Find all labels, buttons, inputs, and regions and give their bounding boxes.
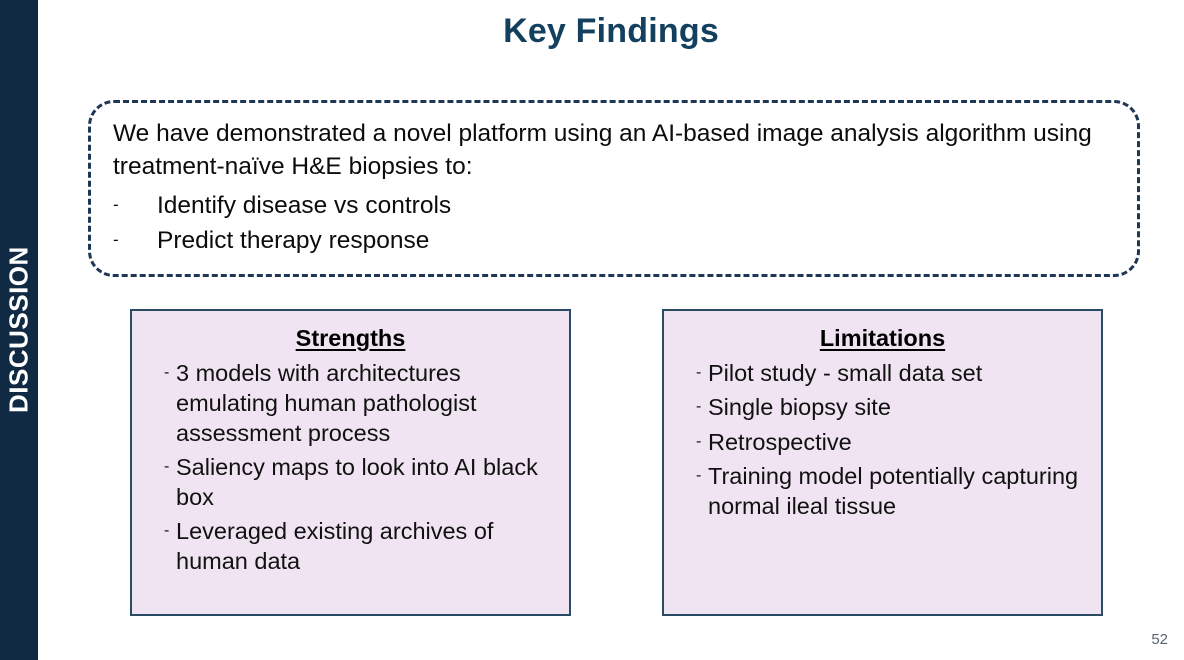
limitations-bullet-list: - Pilot study - small data set - Single …	[674, 358, 1091, 521]
dash-bullet-icon: -	[696, 398, 702, 416]
limitations-item-text: Training model potentially capturing nor…	[708, 463, 1079, 520]
strengths-item-text: 3 models with architectures emulating hu…	[176, 360, 477, 447]
summary-paragraph: We have demonstrated a novel platform us…	[113, 120, 1092, 181]
list-item: - Single biopsy site	[674, 392, 1091, 422]
list-item: - Predict therapy response	[113, 223, 1115, 259]
dash-bullet-icon: -	[696, 467, 702, 485]
strengths-panel: Strengths - 3 models with architectures …	[130, 309, 571, 616]
dash-bullet-icon: -	[113, 230, 119, 250]
dash-bullet-icon: -	[164, 522, 170, 540]
strengths-item-text: Leveraged existing archives of human dat…	[176, 518, 494, 575]
summary-bullet-text: Identify disease vs controls	[157, 191, 452, 219]
section-sidebar: DISCUSSION	[0, 0, 38, 660]
dash-bullet-icon: -	[164, 458, 170, 476]
strengths-item-text: Saliency maps to look into AI black box	[176, 454, 538, 511]
dash-bullet-icon: -	[696, 432, 702, 450]
list-item: - 3 models with architectures emulating …	[142, 358, 559, 448]
list-item: - Saliency maps to look into AI black bo…	[142, 452, 559, 512]
dash-bullet-icon: -	[113, 194, 119, 214]
page-title: Key Findings	[503, 12, 719, 50]
dash-bullet-icon: -	[164, 364, 170, 381]
limitations-item-text: Retrospective	[708, 428, 852, 455]
summary-bullet-list: - Identify disease vs controls - Predict…	[113, 188, 1115, 259]
dash-bullet-icon: -	[696, 364, 702, 381]
sidebar-section-label: DISCUSSION	[3, 246, 34, 414]
list-item: - Retrospective	[674, 427, 1091, 457]
page-number: 52	[1151, 631, 1168, 648]
limitations-item-text: Single biopsy site	[708, 394, 891, 421]
strengths-bullet-list: - 3 models with architectures emulating …	[142, 358, 559, 577]
summary-callout-box: We have demonstrated a novel platform us…	[88, 100, 1140, 277]
list-item: - Identify disease vs controls	[113, 188, 1115, 224]
limitations-item-text: Pilot study - small data set	[708, 360, 983, 386]
limitations-panel: Limitations - Pilot study - small data s…	[662, 309, 1103, 616]
limitations-panel-heading: Limitations	[819, 325, 946, 351]
list-item: - Leveraged existing archives of human d…	[142, 516, 559, 576]
summary-bullet-text: Predict therapy response	[157, 227, 430, 255]
list-item: - Pilot study - small data set	[674, 358, 1091, 388]
list-item: - Training model potentially capturing n…	[674, 461, 1091, 521]
strengths-panel-heading: Strengths	[295, 325, 406, 351]
